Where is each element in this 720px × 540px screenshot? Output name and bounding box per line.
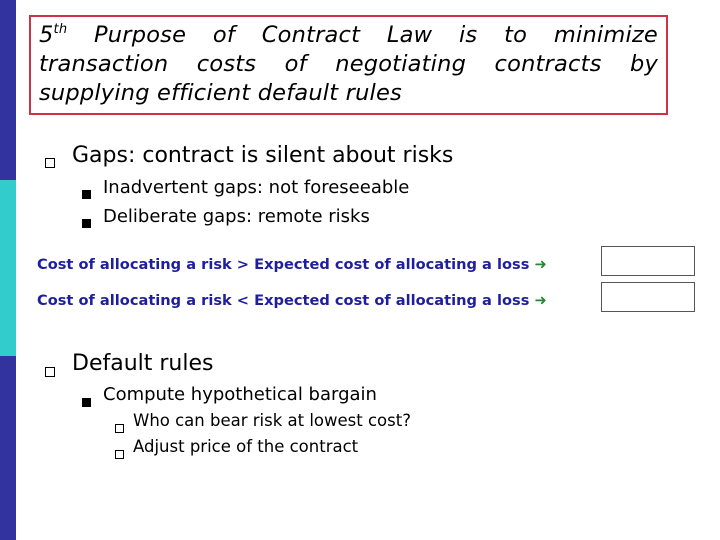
title-box: 5th Purpose of Contract Law is to minimi… xyxy=(29,15,668,115)
gaps-heading: Gaps: contract is silent about risks xyxy=(72,143,454,168)
right-arrow-icon: ➜ xyxy=(534,292,547,309)
filled-square-icon xyxy=(82,213,91,232)
hollow-square-icon xyxy=(45,362,55,381)
title-text: Purpose of Contract Law is to minimize t… xyxy=(39,22,658,106)
cost-line-less-text: Cost of allocating a risk < Expected cos… xyxy=(37,292,530,309)
defaults-subsub-adjust-price: Adjust price of the contract xyxy=(133,437,359,456)
cost-line-greater: Cost of allocating a risk > Expected cos… xyxy=(37,256,547,273)
defaults-heading: Default rules xyxy=(72,351,214,376)
cost-line-greater-text: Cost of allocating a risk > Expected cos… xyxy=(37,256,530,273)
gaps-item-inadvertent: Inadvertent gaps: not foreseeable xyxy=(103,177,410,198)
defaults-sub-item: Compute hypothetical bargain xyxy=(103,384,377,405)
gaps-item-deliberate: Deliberate gaps: remote risks xyxy=(103,206,370,227)
sidebar-accent-top xyxy=(0,0,16,180)
hollow-square-icon xyxy=(45,153,55,172)
right-arrow-icon: ➜ xyxy=(534,256,547,273)
sidebar-accent-bottom xyxy=(0,356,16,540)
sidebar-accent-middle xyxy=(0,180,16,356)
defaults-subsub-lowest-cost: Who can bear risk at lowest cost? xyxy=(133,411,411,430)
cost-line-less: Cost of allocating a risk < Expected cos… xyxy=(37,292,547,309)
slide-title: 5th Purpose of Contract Law is to minimi… xyxy=(39,21,658,108)
filled-square-icon xyxy=(82,184,91,203)
title-ordinal-suffix: th xyxy=(53,22,68,37)
answer-box-greater xyxy=(601,246,695,276)
hollow-square-icon xyxy=(115,418,124,437)
hollow-square-icon xyxy=(115,444,124,463)
answer-box-less xyxy=(601,282,695,312)
filled-square-icon xyxy=(82,392,91,411)
title-ordinal: 5 xyxy=(39,22,54,48)
